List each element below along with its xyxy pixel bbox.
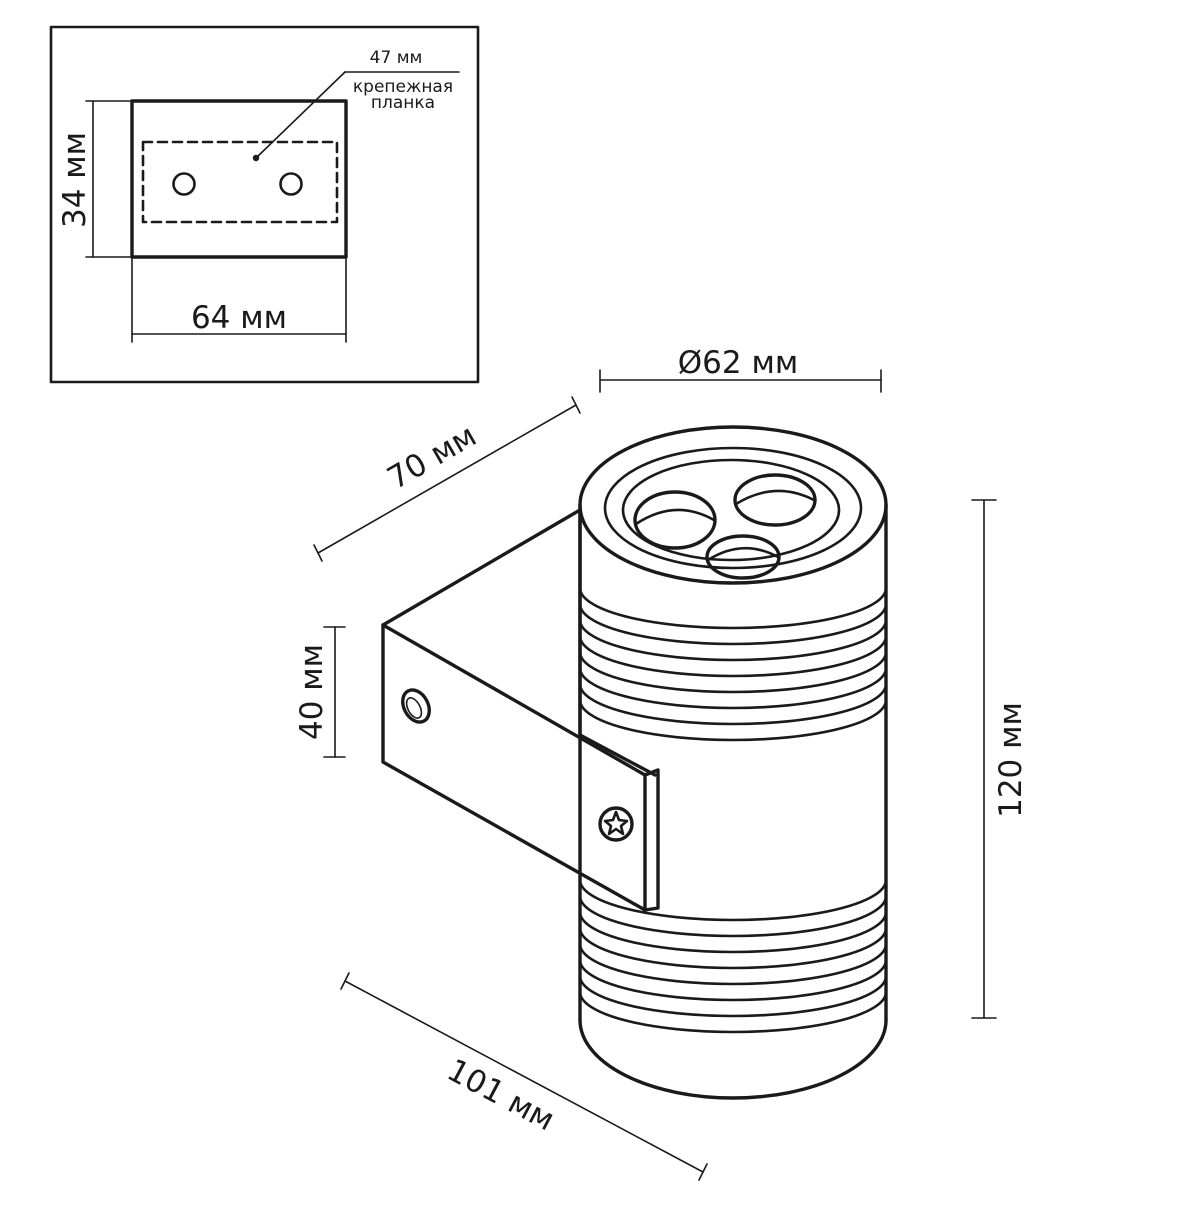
bracket-plate-face [381,623,647,912]
plate-length-label: 47 мм [370,48,423,68]
inset-height-label: 34 мм [57,132,93,228]
top-cap-outer [578,425,888,585]
inset-frame [49,25,480,384]
led-lens-right [733,473,817,527]
mounting-inset: 47 мм крепежная планка 34 мм 64 мм [49,25,480,384]
bracket-plate-thickness [643,768,660,912]
wall-bracket-plate [381,623,660,912]
inset-width-label: 64 мм [191,300,287,336]
bracket-top-arm [381,508,657,777]
total-height-label: 120 мм [993,702,1029,818]
plate-name-line2: планка [371,93,435,113]
lower-cooling-fins [578,878,888,1034]
led-lens-bottom [705,534,781,580]
top-cap-lens-rim [621,458,841,562]
bracket-screw-icon [598,806,634,842]
bracket-hole-icon [401,688,431,724]
lamp-drawing: Ø62 мм 70 мм 40 мм 120 мм 10 [294,345,1029,1181]
plate-name-line1: крепежная [353,77,453,97]
leader-line [255,71,346,159]
dim-base-length: 101 мм [340,972,708,1181]
lamp-cylinder [578,425,888,1100]
base-length-label: 101 мм [441,1052,560,1138]
upper-cooling-fins [578,586,888,742]
top-cap-inner-ring [603,446,863,570]
dim-total-height: 120 мм [971,499,1029,1019]
led-lens-left [633,490,717,550]
dim-depth: 70 мм [313,396,581,562]
mounting-plate-dashed [141,140,339,224]
mounting-hole-right [279,172,303,196]
dim-bracket-height: 40 мм [294,626,346,758]
depth-label: 70 мм [381,418,482,497]
base-plate-outline [130,99,348,259]
dim-diameter: Ø62 мм [599,345,882,393]
cylinder-bottom-edge [578,1018,888,1100]
mounting-hole-left [172,172,196,196]
diameter-label: Ø62 мм [678,345,798,381]
bracket-height-label: 40 мм [294,644,330,740]
